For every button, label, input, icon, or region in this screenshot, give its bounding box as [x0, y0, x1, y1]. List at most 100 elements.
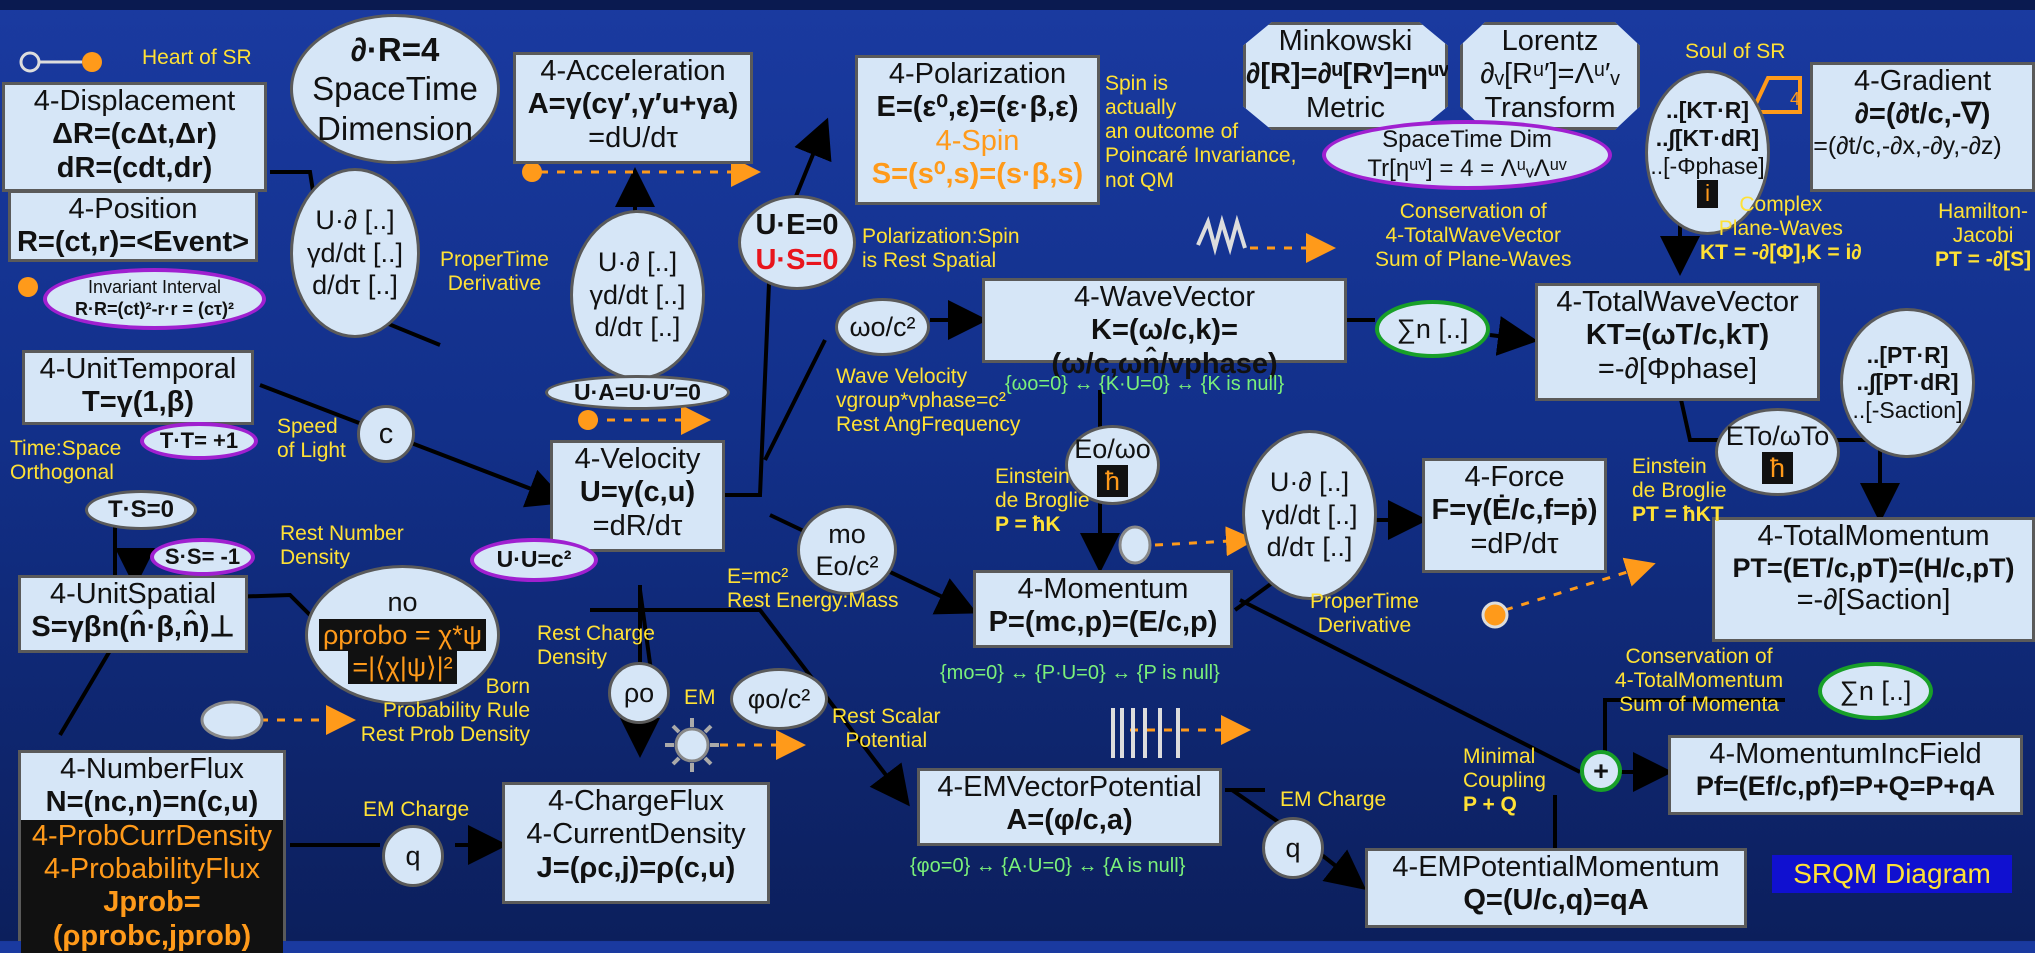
circle-line: U·∂ [..] — [1269, 467, 1350, 498]
label-line: KT = -∂[Φ],K = i∂ — [1700, 241, 1862, 265]
rest-number-circle: no ρprobo = χ*ψ =|⟨χ|ψ⟩|² — [305, 565, 500, 705]
svg-text:4: 4 — [1790, 89, 1800, 109]
label-rest-energy-mass: E=mc² Rest Energy:Mass — [727, 565, 899, 613]
node-eq: =(∂t/c,-∂x,-∂y,-∂z) — [1813, 131, 2002, 160]
oval-line: SpaceTime — [312, 70, 478, 108]
oval-line: SpaceTime Dim — [1382, 126, 1552, 154]
node-title: 4-Acceleration — [540, 55, 726, 87]
circle-line: U·∂ [..] — [597, 247, 678, 278]
minimal-coupling-plus: + — [1580, 750, 1622, 792]
label-line: Rest Prob Density — [360, 723, 530, 747]
node-4-unitspatial: 4-UnitSpatial S=γβn(n̂·β,n̂)⊥ — [18, 575, 248, 653]
label-line: Einstein — [995, 465, 1070, 488]
triangle-icon — [1748, 76, 1802, 114]
ts-oval: T·S=0 — [85, 490, 197, 530]
label-line: P = ħK — [995, 513, 1061, 537]
label-einstein-de-broglie-2: Einstein de Broglie PT = ħKT — [1632, 455, 1727, 527]
node-eq: Pf=(Ef/c,pf)=P+Q=P+qA — [1695, 771, 1996, 802]
planck-circle-1: Eo/ωo ħ — [1065, 425, 1160, 505]
node-title: 4-WaveVector — [1073, 281, 1256, 313]
label-minimal-coupling: Minimal Coupling P + Q — [1463, 745, 1546, 817]
node-title: 4-Force — [1464, 461, 1565, 493]
circle-line: γd/dt [..] — [1261, 499, 1358, 530]
label-line: is Rest Spatial — [862, 249, 997, 273]
label-rest-number-density: Rest Number Density — [280, 522, 404, 570]
label-potential-null-condition: {φo=0} ↔ {A·U=0} ↔ {A is null} — [910, 855, 1186, 877]
label-line: Einstein — [1632, 455, 1707, 478]
label-line: Sum of Momenta — [1619, 693, 1779, 717]
label-line: P + Q — [1463, 793, 1517, 817]
label-line: Rest AngFrequency — [836, 413, 1021, 437]
circle-line: ..[-Saction] — [1852, 396, 1963, 423]
node-eq: Jprob=(ρprobc,jprob) — [52, 886, 252, 952]
label-line: Wave Velocity — [836, 365, 968, 388]
srqm-diagram-badge: SRQM Diagram — [1772, 855, 2012, 893]
label-line: Jacobi — [1952, 224, 2014, 248]
label-line: vgroup*vphase=c² — [836, 389, 1006, 413]
label-line: of Light — [277, 439, 346, 463]
node-4-force: 4-Force F=γ(Ė/c,f=ṗ) =dP/dτ — [1422, 458, 1607, 573]
planck-circle-2: ETo/ωTo ħ — [1715, 408, 1840, 496]
node-minkowski: Minkowski ∂[R]=∂ᵘ[Rᵛ]=ηᵘᵛ Metric — [1243, 22, 1448, 130]
circle-line: ..∫[KT·dR] — [1655, 124, 1760, 151]
circle-line: Eo/ωo — [1074, 433, 1151, 464]
node-4-unittemporal: 4-UnitTemporal T=γ(1,β) — [22, 350, 254, 425]
node-4-gradient: 4-Gradient ∂=(∂t/c,-∇) =(∂t/c,-∂x,-∂y,-∂… — [1810, 62, 2035, 192]
oval-line: T·S=0 — [107, 495, 175, 523]
node-eq: U=γ(c,u) — [579, 476, 696, 509]
speed-of-light-circle: c — [357, 405, 415, 463]
circle-line: no — [387, 587, 418, 618]
label-line: Time:Space — [10, 437, 122, 460]
circle-line: ..[-Φphase] — [1650, 152, 1765, 179]
node-eq: K=(ω/c,k)=(ω/c,ωn̂/vphase) — [1051, 314, 1278, 380]
circle-line: d/dτ [..] — [1266, 532, 1353, 563]
node-title: 4-Polarization — [888, 58, 1067, 90]
node-title: 4-Gradient — [1853, 65, 1991, 97]
node-title: 4-Displacement — [33, 85, 236, 117]
circle-line: q — [1285, 832, 1301, 863]
node-eq: E=(ε⁰,ε)=(ε·β,ε) — [876, 91, 1079, 124]
label-soul-of-sr: Soul of SR — [1685, 40, 1786, 63]
circle-line: ..[KT·R] — [1665, 97, 1750, 124]
circle-line: ∑n [..] — [1396, 313, 1469, 344]
label-time-space-orthogonal: Time:Space Orthogonal — [10, 437, 121, 485]
label-rest-scalar-potential: Rest Scalar Potential — [832, 705, 941, 753]
node-title: 4-Momentum — [1017, 573, 1189, 605]
circle-line: U·E=0 — [755, 208, 839, 241]
label-line: Derivative — [447, 272, 542, 296]
node-eq: N=(nc,n)=n(c,u) — [45, 786, 259, 819]
label-line: ProperTime — [1310, 590, 1419, 613]
label-line: Complex — [1739, 193, 1823, 216]
oval-line: ∂·R=4 — [350, 30, 440, 68]
proper-time-derivative-circle-1: U·∂ [..] γd/dt [..] d/dτ [..] — [290, 168, 420, 338]
circle-line: + — [1593, 755, 1609, 786]
node-title: 4-TotalMomentum — [1757, 520, 1990, 552]
node-title: 4-NumberFlux — [60, 753, 244, 785]
node-eq: =-∂[Saction] — [1796, 584, 1951, 617]
label-line: Orthogonal — [10, 461, 114, 485]
label-line: Rest Charge — [537, 622, 655, 645]
oval-line: Invariant Interval — [87, 277, 222, 298]
sum-circle-momentum: ∑n [..] — [1818, 662, 1933, 720]
oval-line: Dimension — [317, 109, 473, 147]
node-eq: A=γ(cγ′,γ′u+γa) — [527, 88, 739, 121]
label-line: de Broglie — [1632, 479, 1727, 503]
node-4-emvectorpotential: 4-EMVectorPotential A=(φ/c,a) — [917, 768, 1222, 846]
sum-circle-wavevector: ∑n [..] — [1375, 300, 1490, 358]
particle-icon — [1118, 525, 1152, 565]
circle-line: γd/dt [..] — [306, 237, 404, 268]
node-eq: =-∂[Φphase] — [1597, 352, 1758, 385]
oval-line: R·R=(ct)²-r·r = (cτ)² — [74, 299, 235, 319]
label-spin-note: Spin is actually an outcome of Poincaré … — [1105, 72, 1296, 193]
label-line: Speed — [277, 415, 338, 438]
label-line: ProperTime — [440, 248, 549, 271]
probability-flux-panel: 4-ProbCurrDensity 4-ProbabilityFlux Jpro… — [21, 819, 283, 953]
label-born-rule: Born Probability Rule Rest Prob Density — [335, 675, 530, 747]
label-line: Poincaré Invariance, — [1105, 144, 1297, 168]
node-eq: 4-ProbabilityFlux — [44, 853, 260, 886]
label-line: 4-TotalMomentum — [1615, 669, 1784, 693]
node-4-wavevector: 4-WaveVector K=(ω/c,k)=(ω/c,ωn̂/vphase) — [982, 278, 1347, 380]
circle-line: ωo/c² — [849, 311, 916, 342]
node-title: Minkowski — [1278, 25, 1413, 57]
node-title: 4-EMVectorPotential — [937, 771, 1202, 803]
